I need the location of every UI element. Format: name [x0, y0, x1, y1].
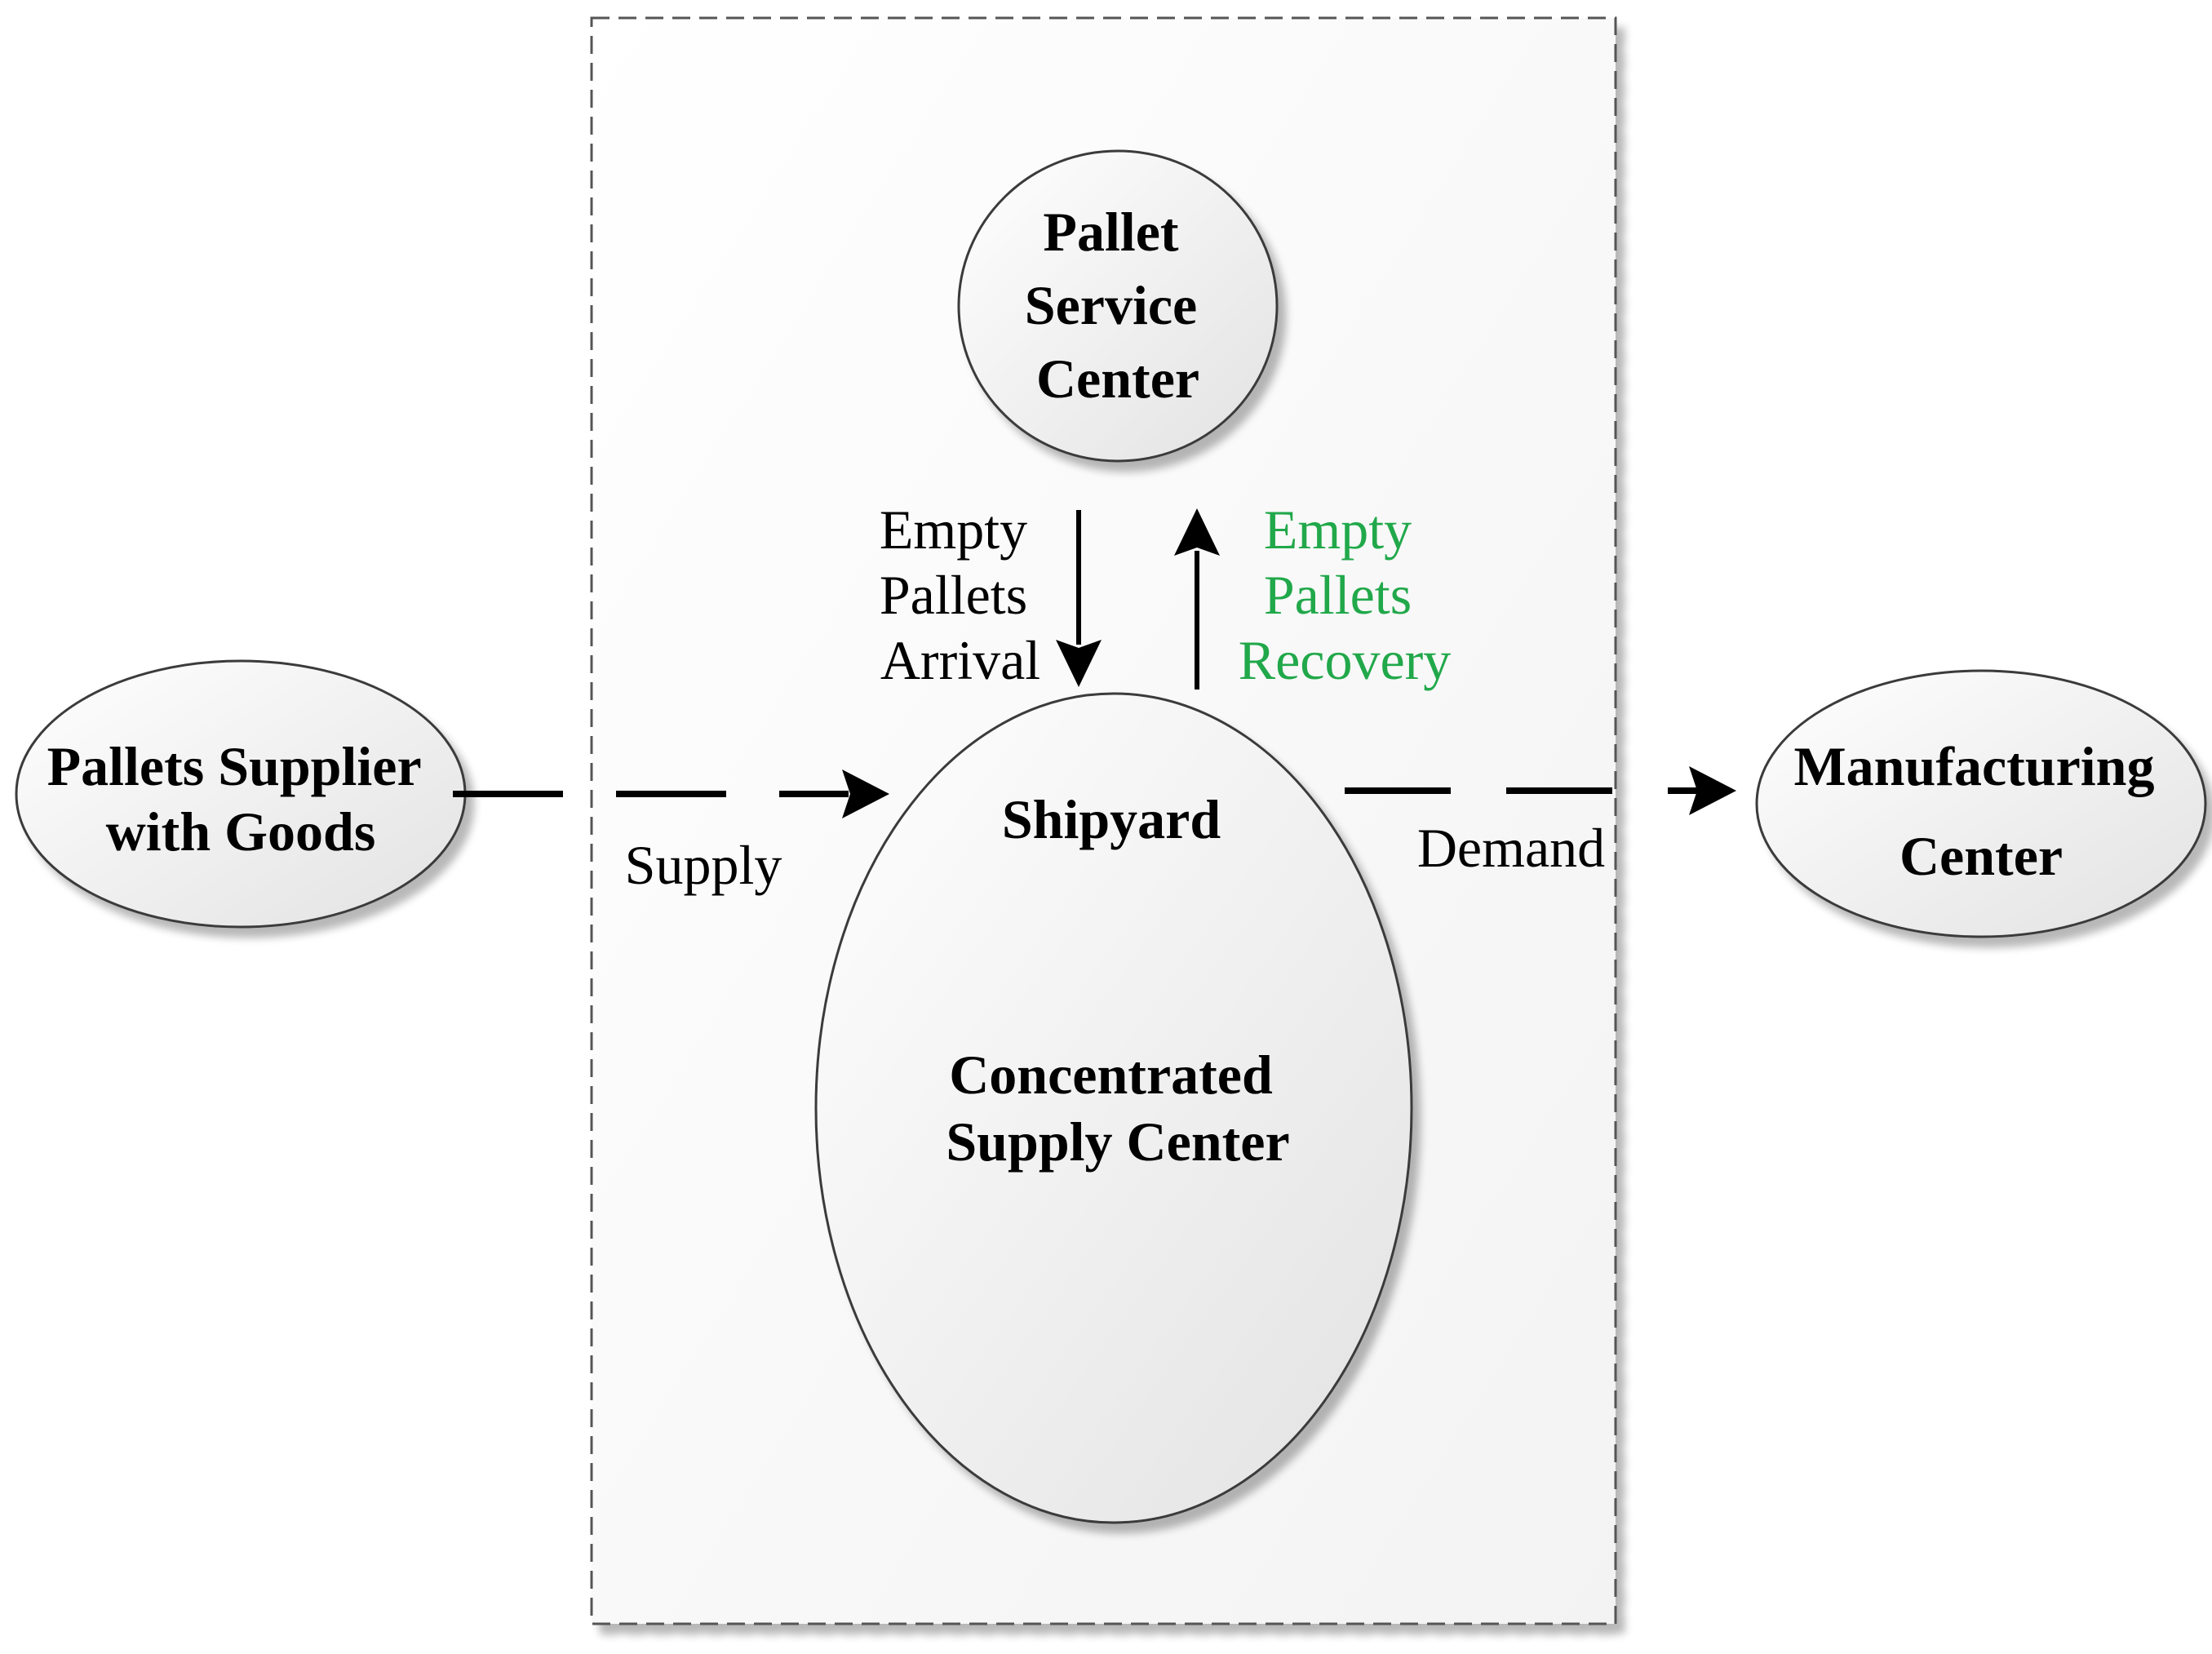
empty-pallets-recovery-arrow — [1174, 508, 1220, 690]
demand-label: Demand — [1417, 817, 1605, 879]
shipyard-node: Shipyard Concentrated Supply Center — [814, 692, 1413, 1524]
svg-text:Concentrated Supply Cent: Concentrated Supply Center — [946, 1044, 1289, 1173]
manufacturing-center-line-2: Center — [1899, 825, 2063, 887]
recovery-label-line-3: Recovery — [1239, 629, 1452, 691]
manufacturing-center-line-1: Manufacturing — [1794, 735, 2155, 797]
supply-label: Supply — [625, 834, 782, 896]
svg-text:Pallets Supplier with Go: Pallets Supplier with Goods — [47, 735, 435, 862]
recovery-label-line-1: Empty — [1264, 499, 1412, 561]
arrival-label-line-2: Pallets — [880, 564, 1027, 626]
shipyard-label: Shipyard — [1002, 788, 1221, 850]
svg-text:Manufacturing Center: Manufacturing Center — [1794, 735, 2169, 887]
svg-text:Pallet Service Cen: Pallet Service Center — [1025, 201, 1211, 410]
concentrated-supply-center-line-2: Supply Center — [946, 1111, 1289, 1173]
demand-flow-arrow — [1345, 766, 1736, 815]
empty-pallets-arrival-arrow — [1056, 510, 1102, 687]
arrival-label-line-1: Empty — [880, 499, 1027, 561]
pallet-service-center-line-3: Center — [1036, 348, 1199, 410]
svg-text:Empty Pallets Recovery: Empty Pallets Recovery — [1239, 499, 1452, 691]
pallet-service-center-node: Pallet Service Center — [957, 149, 1279, 463]
recovery-label-line-2: Pallets — [1264, 564, 1412, 626]
pallet-service-center-line-2: Service — [1025, 274, 1197, 336]
supply-arrowhead — [842, 769, 889, 818]
pallets-supplier-line-2: with Goods — [106, 800, 376, 862]
supply-flow-arrow — [453, 769, 889, 818]
recovery-arrowhead — [1174, 508, 1220, 556]
concentrated-supply-center-line-1: Concentrated — [949, 1044, 1273, 1106]
svg-text:Empty Pallets Arrival: Empty Pallets Arrival — [880, 499, 1041, 691]
pallet-service-center-line-1: Pallet — [1043, 201, 1179, 263]
arrival-label-line-3: Arrival — [880, 629, 1040, 691]
manufacturing-center-node: Manufacturing Center — [1755, 669, 2207, 938]
demand-arrowhead — [1689, 766, 1736, 815]
arrival-arrowhead — [1056, 640, 1102, 687]
pallets-supplier-node: Pallets Supplier with Goods — [15, 659, 467, 929]
pallets-supplier-line-1: Pallets Supplier — [47, 735, 421, 797]
